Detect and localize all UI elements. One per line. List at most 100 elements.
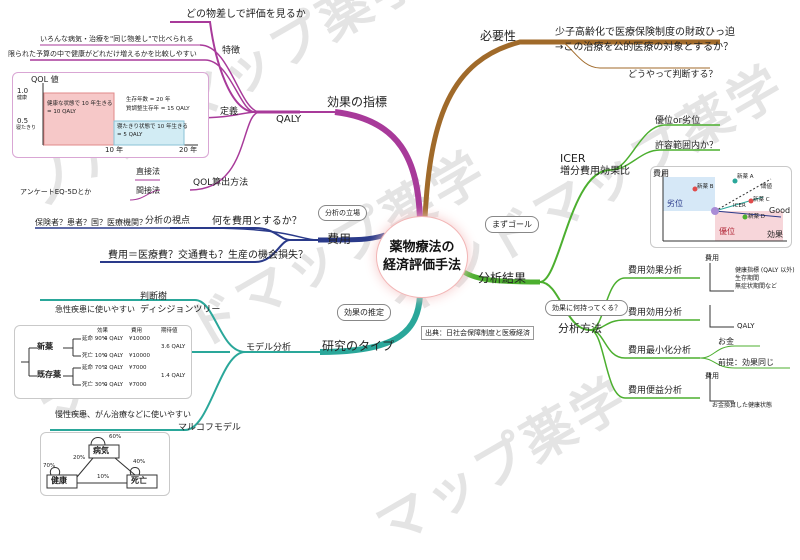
markov-healthy: 健康 xyxy=(51,476,67,485)
tree-cost: ¥10000 xyxy=(129,353,150,359)
cma-money: お金 xyxy=(718,337,734,346)
cea-x3: 無症状期間など xyxy=(735,283,778,290)
decision-tree-box: 効果 費用 期待値 新薬 既存薬 延命 90% 死亡 10% 延命 70% 死亡… xyxy=(14,325,192,399)
plane-threshold: 閾値 xyxy=(761,184,773,190)
cba-y: 費用 xyxy=(705,372,719,380)
qaly-node: QALY xyxy=(276,114,302,125)
reference-note: 出典：日社会保障制度と医療経済 xyxy=(421,326,534,340)
markov-box: 病気 健康 死亡 60% 20% 70% 40% 10% xyxy=(40,432,170,496)
plane-good: Good xyxy=(769,206,791,215)
model-analysis-node: モデル分析 xyxy=(246,343,292,353)
tree-old-drug: 既存薬 xyxy=(37,370,61,379)
qol-x10: 10 年 xyxy=(105,146,124,154)
necessity-line2: →この治療を公的医療の対象とするか？ xyxy=(555,42,734,53)
markov-p20: 20% xyxy=(73,455,86,461)
tree-header-cost: 費用 xyxy=(131,328,143,334)
ce-plane: 費用 効果 劣位 優位 新薬 B 新薬 A 新薬 C 新薬 D 閾値 ICER … xyxy=(650,166,792,248)
cost-view-tag: 分析の立場 xyxy=(318,205,367,221)
feature-item1: いろんな病気・治療を"同じ物差し"で比べられる xyxy=(40,35,194,43)
qol-x20: 20 年 xyxy=(179,146,198,154)
method-tag: 効果に何持ってくる？ xyxy=(545,300,629,316)
effect-estimate-tag: 効果の推定 xyxy=(337,304,391,321)
decision-tree-svg xyxy=(21,338,81,386)
tree-branch: 死亡 10% xyxy=(82,353,107,359)
viewpoint-node: 分析の視点 xyxy=(145,216,191,226)
qol-calc-node: QOL算出方法 xyxy=(193,178,249,188)
qol-y1: 1.0 xyxy=(17,87,29,95)
indicator-what: どの物差しで評価を見るか xyxy=(186,9,306,20)
acute-note: 急性疾患に使いやすい xyxy=(55,305,135,314)
indirect-method: 間接法 xyxy=(136,186,160,195)
cea-x2: 生存期間 xyxy=(735,275,760,282)
cua-node: 費用効用分析 xyxy=(628,308,683,318)
study-type-node: 研究のタイプ xyxy=(322,339,395,353)
markov-node: マルコフモデル xyxy=(178,423,241,433)
cost-what: 何を費用とするか？ xyxy=(212,216,302,227)
tree-header-expect: 期待値 xyxy=(161,328,178,334)
definition-node: 定義 xyxy=(220,107,239,117)
ce-plane-svg xyxy=(662,171,787,242)
indicator-node: 効果の指標 xyxy=(327,95,388,109)
necessity-line3: どうやって判断する？ xyxy=(628,70,718,80)
result-node: 分析結果 xyxy=(478,271,527,285)
cea-node: 費用効果分析 xyxy=(628,266,683,276)
markov-dead: 死亡 xyxy=(131,476,147,485)
tree-expected: 1.4 QALY xyxy=(161,373,186,379)
central-topic: 薬物療法の 経済評価手法 xyxy=(376,216,468,298)
tree-branch: 死亡 30% xyxy=(82,382,107,388)
plane-drug-b: 新薬 B xyxy=(697,184,714,190)
plane-drug-a: 新薬 A xyxy=(737,174,754,180)
tree-expected: 3.6 QALY xyxy=(161,344,186,350)
markov-svg xyxy=(46,437,158,489)
icer-node: ICER xyxy=(560,152,586,165)
central-topic-line1: 薬物療法の xyxy=(389,240,455,256)
cba-x: お金換算した健康状態 xyxy=(712,402,773,409)
tree-cost: ¥7000 xyxy=(129,365,147,371)
tree-branch: 延命 70% xyxy=(82,365,107,371)
cma-node: 費用最小化分析 xyxy=(628,346,692,356)
cba-node: 費用便益分析 xyxy=(628,386,683,396)
cost-node: 費用 xyxy=(327,232,352,246)
qol-chart-svg xyxy=(42,83,198,146)
central-topic-line2: 経済評価手法 xyxy=(382,258,461,273)
qol-y05: 0.5 xyxy=(17,117,29,125)
necessity-line1: 少子高齢化で医療保険制度の財政ひっ迫 xyxy=(555,27,735,38)
decision-tree-title2: ディシジョンツリー xyxy=(140,305,221,315)
viewpoint-who: 保険者？患者？国？医療機関？ xyxy=(35,218,147,227)
necessity-node: 必要性 xyxy=(480,29,517,43)
healthy-label: 健康な状態で 10 年生きる xyxy=(47,101,113,107)
plane-icer: ICER xyxy=(733,203,746,209)
plane-drug-d: 新薬 D xyxy=(748,214,765,220)
direct-method: 直接法 xyxy=(136,167,160,176)
plane-drug-c: 新薬 C xyxy=(753,197,770,203)
tree-cost: ¥7000 xyxy=(129,382,147,388)
feature-node: 特徴 xyxy=(222,46,241,56)
cost-example: 費用＝医療費？交通費も？生産の機会損失？ xyxy=(108,250,308,261)
cea-x1: 健康指標 (QALY 以外) xyxy=(735,267,795,274)
qol-chart: QOL 値 1.0 健康 0.5 寝たきり 健康な状態で 10 年生きる = 1… xyxy=(12,72,209,158)
cua-x: QALY xyxy=(737,322,755,330)
bed-label: 寝たきり状態で 10 年生きる xyxy=(117,124,188,130)
tree-new-drug: 新薬 xyxy=(37,342,53,351)
tree-qaly: 4 QALY xyxy=(104,336,124,342)
qol-y05-label: 寝たきり xyxy=(16,125,37,131)
tree-cost: ¥10000 xyxy=(129,336,150,342)
tree-qaly: 0 QALY xyxy=(104,382,124,388)
qol-y1-label: 健康 xyxy=(17,95,28,101)
tree-qaly: 0 QALY xyxy=(104,353,124,359)
plane-ylabel: 費用 xyxy=(653,169,669,178)
cea-y: 費用 xyxy=(705,254,719,262)
method-node: 分析方法 xyxy=(558,322,602,335)
chronic-note: 慢性疾患、がん治療などに使いやすい xyxy=(55,410,191,419)
markov-p70: 70% xyxy=(43,463,56,469)
qol-side2: 質調整生存年 = 15 QALY xyxy=(126,106,190,112)
qol-side1: 生存年数 = 20 年 xyxy=(126,97,171,103)
plane-xlabel: 効果 xyxy=(767,230,783,239)
markov-ill: 病気 xyxy=(93,446,109,455)
qol-ylabel: QOL 値 xyxy=(31,75,59,84)
tree-qaly: 2 QALY xyxy=(104,365,124,371)
goal-tag: まずゴール xyxy=(485,216,539,233)
superior-node: 優位or劣位 xyxy=(655,116,701,126)
plane-inferior: 劣位 xyxy=(667,199,683,208)
range-node: 許容範囲内か？ xyxy=(655,141,719,151)
